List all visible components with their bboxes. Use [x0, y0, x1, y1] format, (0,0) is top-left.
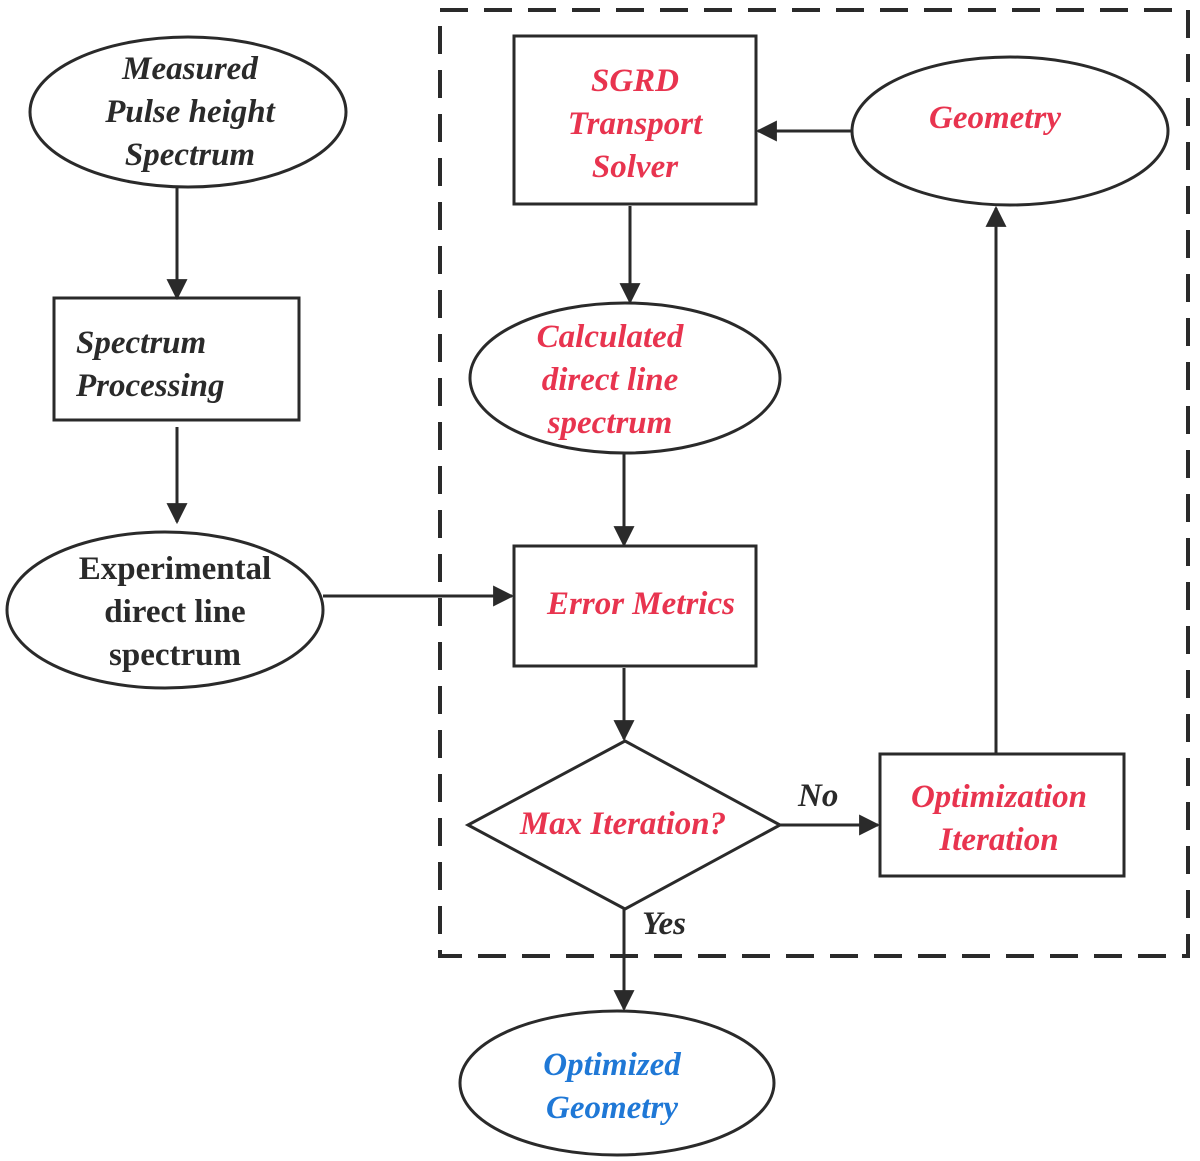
calculated-line-1: Calculated [536, 318, 684, 355]
calculated-spectrum-label: Calculated direct line spectrum [480, 314, 740, 446]
processing-line-2: Processing [76, 368, 225, 404]
optimized-line-2: Geometry [546, 1090, 678, 1126]
experimental-line-3: spectrum [109, 636, 241, 673]
measured-spectrum-label: Measured Pulse height Spectrum [40, 46, 340, 178]
yes-edge-label: Yes [642, 906, 686, 942]
measured-line-2: Pulse height [105, 93, 275, 130]
optimization-loop-boundary [438, 8, 1190, 958]
experimental-line-2: direct line [104, 593, 246, 630]
spectrum-processing-label: Spectrum Processing [58, 320, 268, 410]
spectrum-processing-box [52, 296, 301, 422]
max-iteration-label: Max Iteration? [488, 802, 758, 846]
measured-line-3: Spectrum [124, 136, 256, 173]
error-line-1: Error Metrics [547, 585, 735, 622]
sgrd-solver-label: SGRD Transport Solver [520, 58, 750, 190]
sgrd-line-2: Transport [567, 105, 703, 142]
no-edge-label: No [798, 778, 839, 814]
geometry-label: Geometry [860, 96, 1130, 140]
error-metrics-label: Error Metrics [520, 582, 762, 626]
experimental-line-1: Experimental [78, 550, 272, 587]
optimized-geometry-label: Optimized Geometry [482, 1043, 742, 1131]
experimental-spectrum-ellipse [5, 530, 325, 690]
geometry-line-1: Geometry [929, 99, 1061, 136]
sgrd-line-3: Solver [591, 148, 679, 185]
measured-line-1: Measured [122, 50, 258, 87]
processing-line-1: Spectrum [76, 325, 207, 361]
optimization-iteration-label: Optimization Iteration [884, 775, 1114, 863]
optimized-line-1: Optimized [543, 1047, 681, 1083]
decision-line-1: Max Iteration? [519, 805, 727, 842]
sgrd-line-1: SGRD [590, 62, 680, 99]
experimental-spectrum-label: Experimental direct line spectrum [20, 546, 330, 678]
optimization-iteration-box [878, 752, 1126, 878]
measured-spectrum-ellipse [28, 35, 348, 189]
sgrd-solver-box [512, 34, 758, 206]
calculated-line-2: direct line [541, 361, 679, 398]
optimization-line-1: Optimization [910, 779, 1088, 815]
optimization-line-2: Iteration [939, 822, 1059, 858]
calculated-line-3: spectrum [547, 404, 673, 441]
